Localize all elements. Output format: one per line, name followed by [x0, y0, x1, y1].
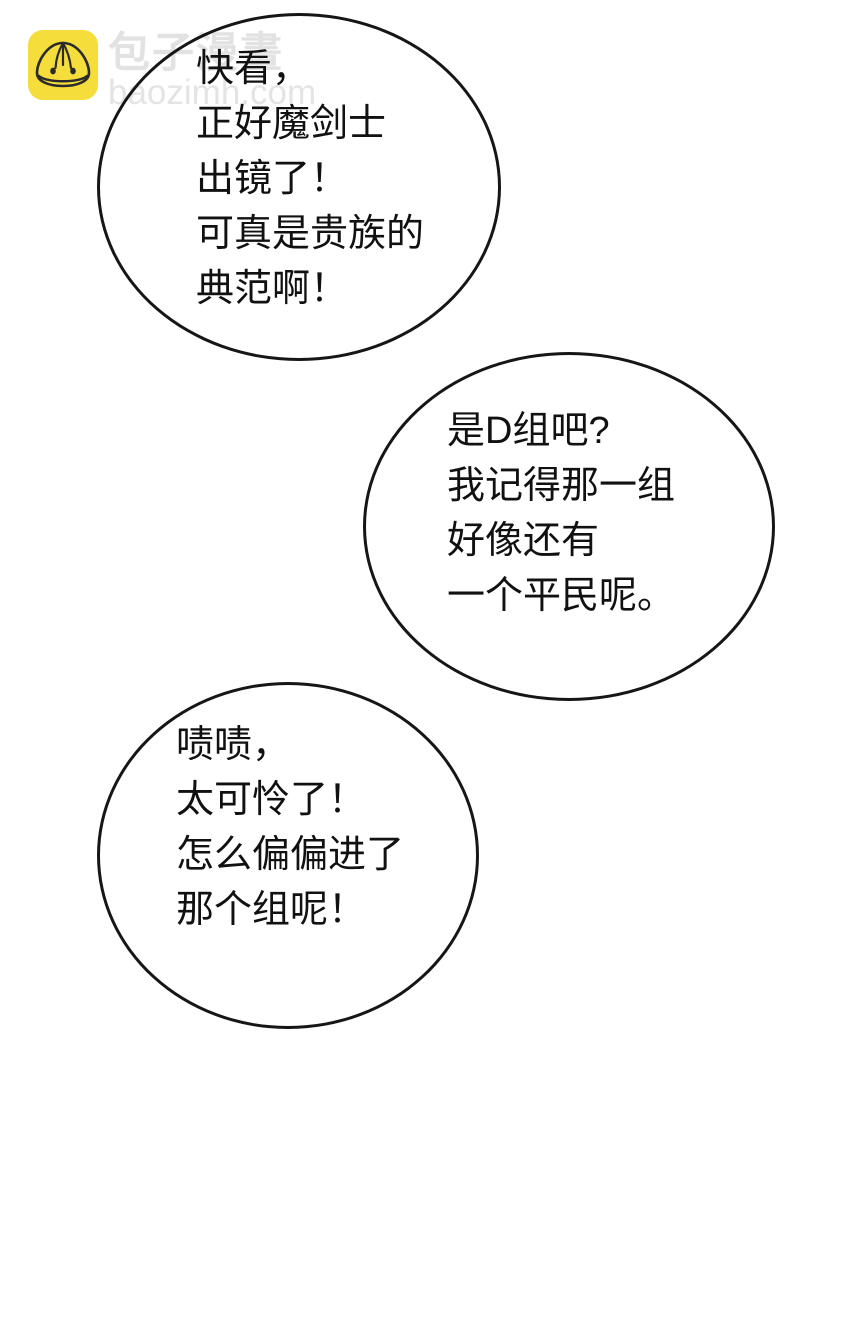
- speech-bubble-1: [97, 13, 501, 361]
- baozi-logo: [28, 30, 98, 100]
- speech-bubble-3-text: 啧啧， 太可怜了！ 怎么偏偏进了 那个组呢！: [176, 724, 405, 931]
- speech-bubble-2-text: 是D组吧? 我记得那一组 好像还有 一个平民呢。: [447, 410, 676, 617]
- speech-bubble-1-text: 快看， 正好魔剑士 出镜了！ 可真是贵族的 典范啊！: [196, 48, 425, 310]
- baozi-bun-icon: [28, 30, 98, 100]
- speech-bubble-3: [97, 682, 479, 1029]
- speech-bubble-2: [363, 352, 775, 701]
